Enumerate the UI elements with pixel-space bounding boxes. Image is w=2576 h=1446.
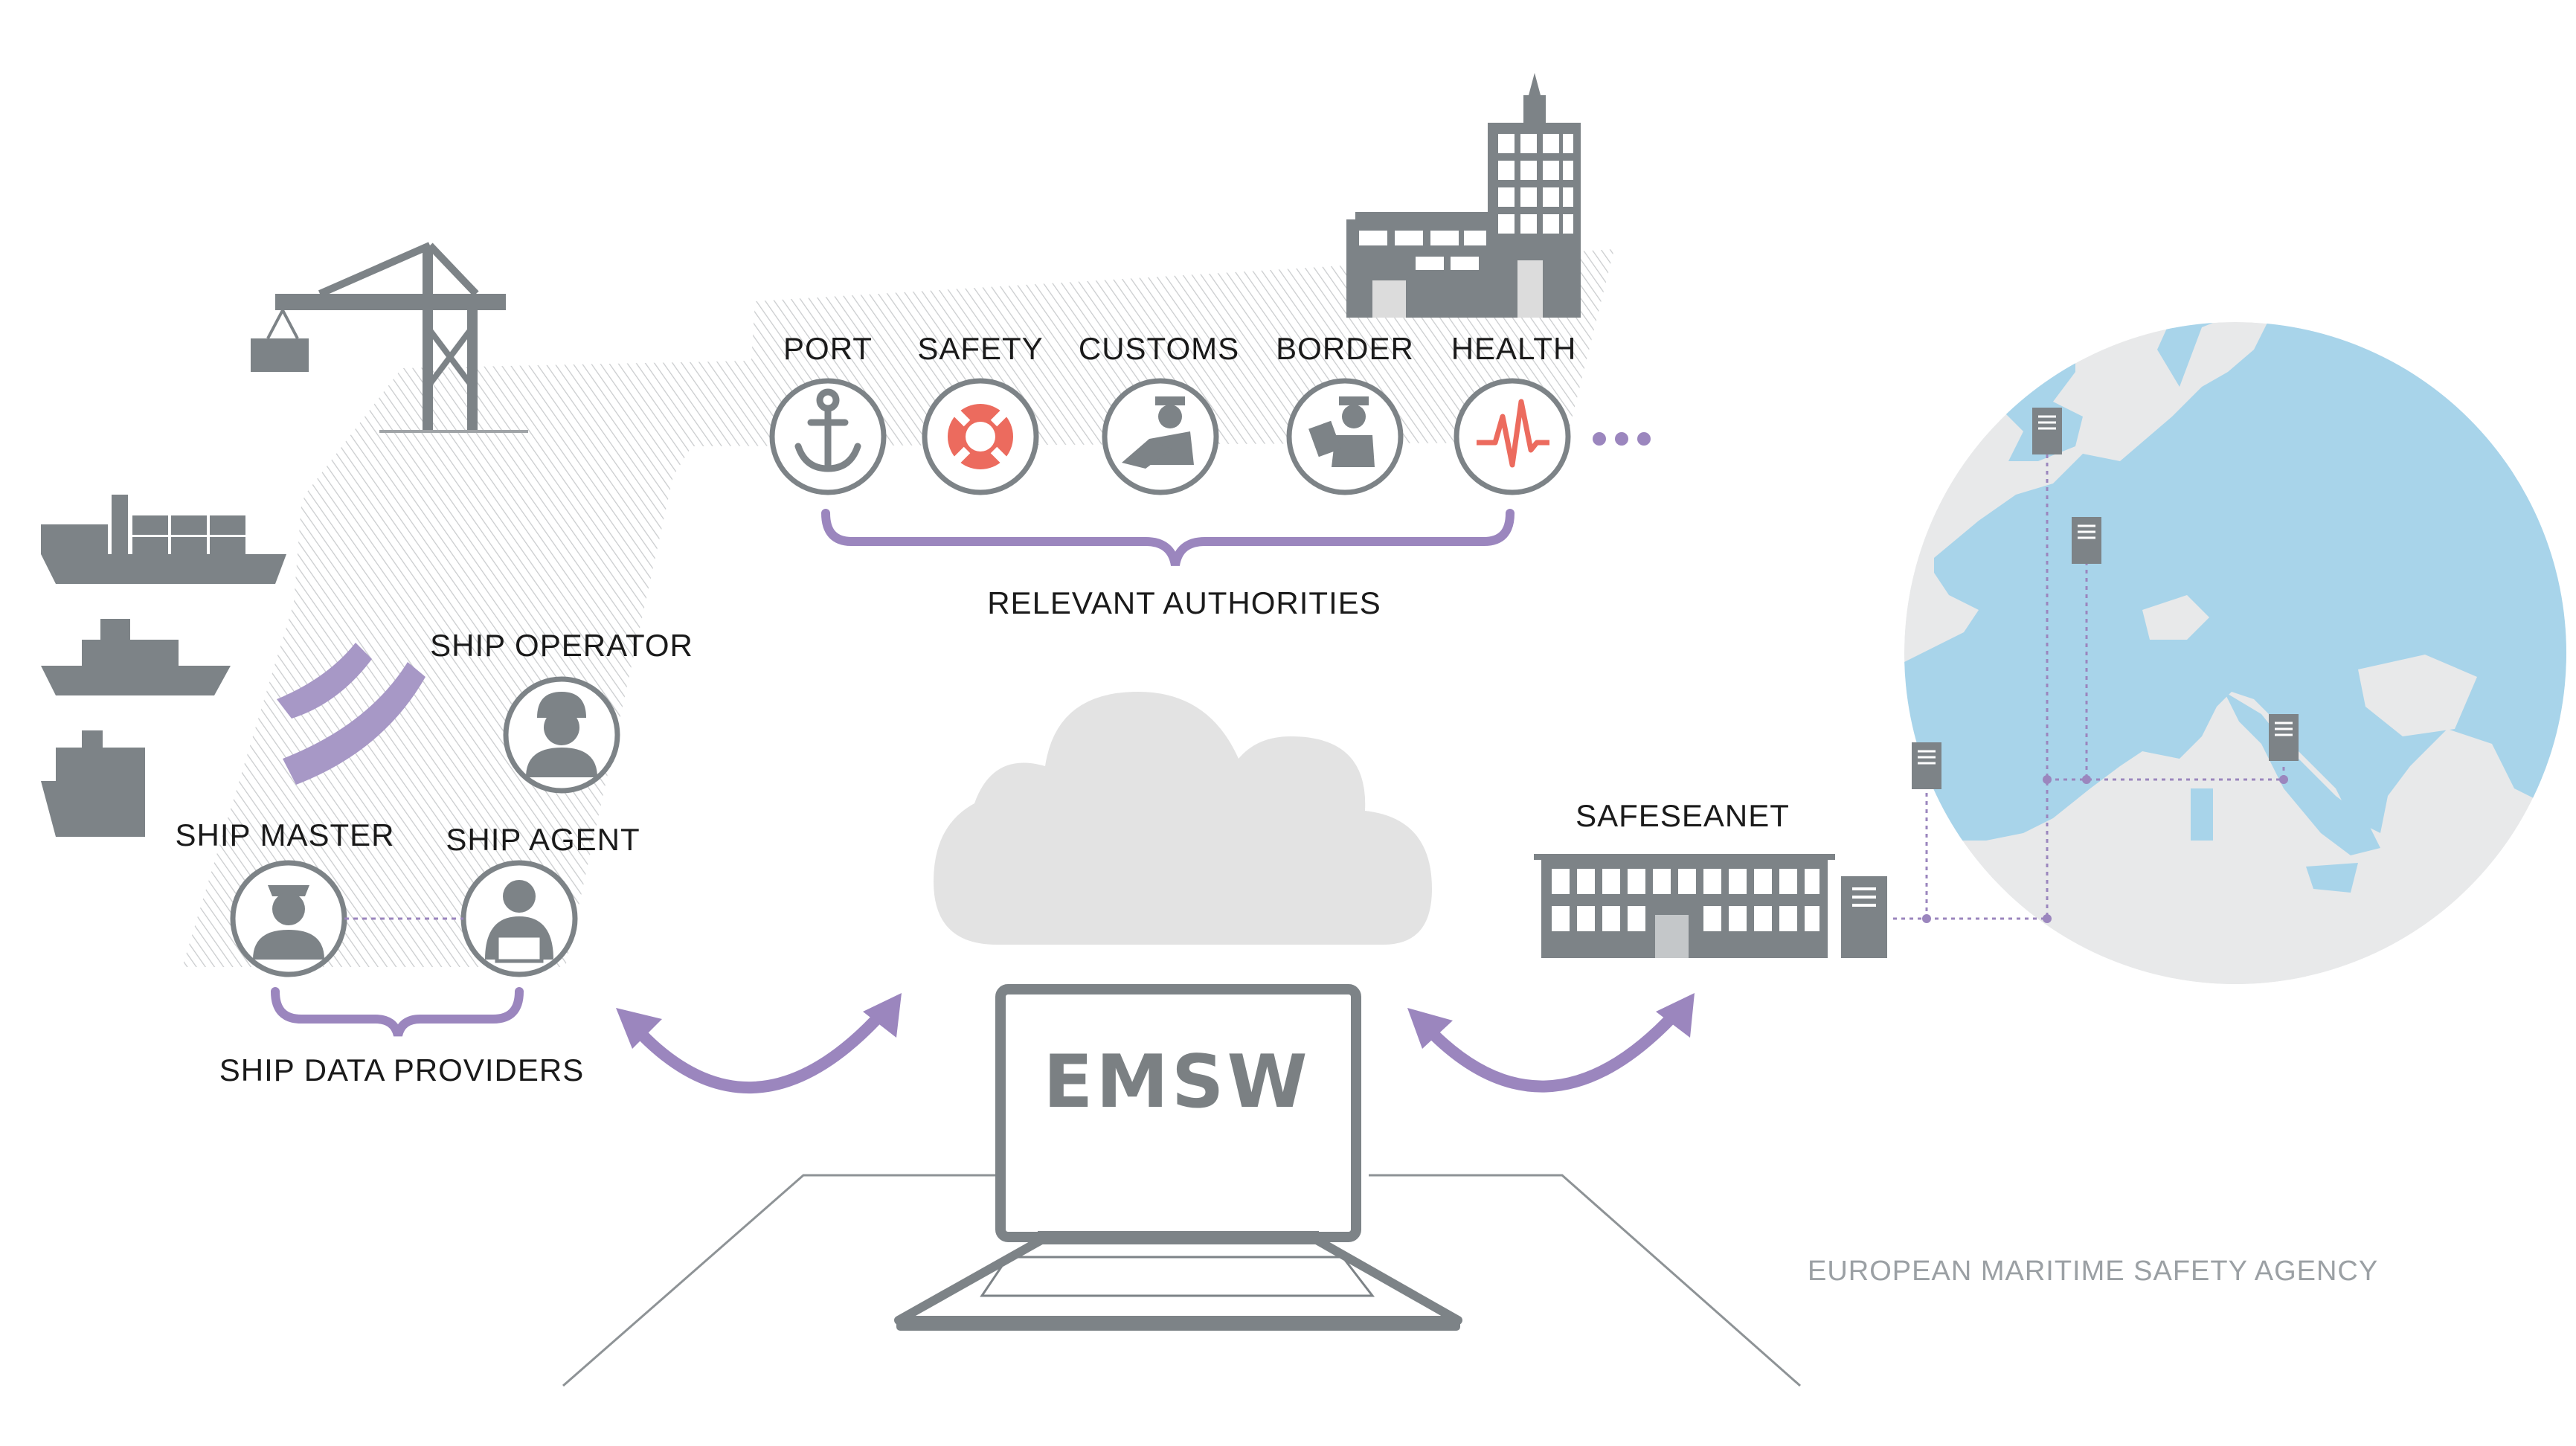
ship-agent-label: SHIP AGENT	[446, 822, 640, 857]
italy-land	[2224, 692, 2380, 855]
authority-label-border: BORDER	[1276, 331, 1414, 366]
authority-label-safety: SAFETY	[917, 331, 1044, 366]
more-authorities-dots	[1593, 432, 1651, 446]
server-icon-de	[2072, 517, 2101, 564]
safeseanet-building-icon	[1534, 854, 1887, 958]
customs-authority-circle	[1102, 378, 1219, 495]
port-authority-circle	[769, 378, 887, 495]
health-authority-circle	[1454, 378, 1571, 495]
emsw-label: EMSW	[1043, 1040, 1311, 1125]
agent-laptop-icon	[485, 880, 553, 963]
providers-exchange-arrow	[616, 993, 902, 1093]
signal-wave-inner	[277, 643, 372, 719]
europe-globe	[1904, 119, 2566, 984]
heartbeat-icon	[1477, 399, 1549, 468]
balkans-nonmember	[2358, 655, 2477, 736]
border-guard-icon	[1308, 396, 1375, 467]
sicily-land	[2306, 863, 2358, 893]
agency-credit: EUROPEAN MARITIME SAFETY AGENCY	[1808, 1256, 2379, 1287]
lifebuoy-icon	[948, 404, 1013, 469]
authorities-brace	[821, 509, 1515, 567]
container-ship-icon	[41, 495, 286, 584]
map-node-dots	[1922, 775, 2288, 923]
anchor-icon	[794, 388, 861, 472]
relevant-authorities-label: RELEVANT AUTHORITIES	[987, 585, 1381, 620]
ship-operator-circle	[503, 676, 620, 794]
scandinavia-land	[2150, 119, 2261, 298]
cloud-icon	[934, 692, 1432, 945]
authority-label-port: PORT	[783, 331, 873, 366]
providers-brace	[271, 987, 524, 1037]
desk-surface	[562, 1174, 1801, 1387]
ship-agent-circle	[460, 860, 578, 977]
operator-hardhat-icon	[526, 692, 597, 777]
building-windows	[1359, 134, 1573, 270]
switzerland-nonmember	[2142, 595, 2209, 640]
authority-label-health: HEALTH	[1451, 331, 1577, 366]
ship-operator-label: SHIP OPERATOR	[430, 628, 693, 663]
server-icon-it	[2269, 714, 2299, 761]
safeseanet-label: SAFESEANET	[1576, 798, 1790, 833]
border-authority-circle	[1286, 378, 1404, 495]
port-crane-icon	[251, 242, 528, 433]
cruise-ship-icon	[41, 730, 145, 837]
captain-icon	[253, 885, 324, 960]
authority-label-customs: CUSTOMS	[1078, 331, 1240, 366]
ferry-icon	[41, 619, 231, 695]
ship-master-circle	[230, 860, 347, 977]
ireland-land	[1904, 350, 1964, 439]
ship-master-label: SHIP MASTER	[175, 817, 395, 852]
safeseanet-exchange-arrow	[1407, 993, 1695, 1093]
server-icon-es	[1912, 742, 1941, 789]
safety-authority-circle	[922, 378, 1039, 495]
server-icon-uk	[2032, 408, 2062, 454]
sardinia-land	[2191, 788, 2213, 841]
customs-officer-icon	[1122, 396, 1194, 469]
signal-wave-outer	[283, 662, 425, 785]
europe-landmass	[1904, 322, 2566, 841]
ship-data-providers-label: SHIP DATA PROVIDERS	[219, 1053, 585, 1087]
laptop-icon	[894, 984, 1462, 1331]
national-server-icons	[1912, 408, 2299, 789]
